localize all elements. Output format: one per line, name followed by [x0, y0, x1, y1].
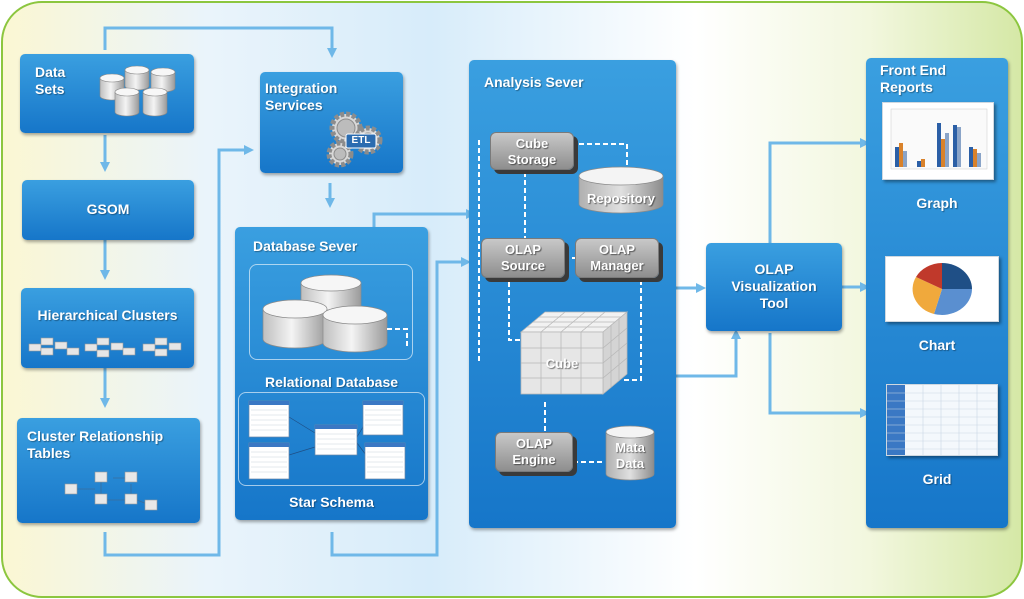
star-schema-label: Star Schema: [289, 494, 374, 510]
arrow-cluster-tables-to-integration: [103, 145, 254, 557]
gsom-label: GSOM: [86, 201, 130, 217]
bar-chart-thumbnail-icon: [890, 108, 988, 170]
arrow-datasets-to-integration: [103, 26, 337, 58]
meta-data-cylinder-icon: [605, 425, 655, 481]
arrow-visualization-to-graph: [768, 138, 870, 243]
olap-visualization-tool-box: OLAP Visualization Tool: [706, 243, 842, 331]
front-end-reports-label: Front End Reports: [880, 62, 947, 95]
hierarchical-clusters-label: Hierarchical Clusters: [37, 307, 178, 323]
cluster-relationship-tables-label: Cluster Relationship Tables: [27, 428, 164, 461]
analysis-server-box: Analysis Sever Cube Storage Repository O…: [469, 60, 676, 528]
database-server-box: Database Sever Relational Database Star …: [235, 227, 428, 520]
chart-thumbnail: [885, 256, 999, 322]
cube-label: Cube: [545, 356, 579, 371]
star-schema-panel: [238, 392, 425, 486]
data-grid-thumbnail-icon: [887, 385, 997, 455]
integration-services-box: Integration Services ETL: [260, 72, 403, 173]
olap-source-label: OLAP Source: [500, 242, 546, 273]
cube-storage-box: Cube Storage: [490, 132, 574, 170]
integration-services-label: Integration Services: [265, 80, 338, 113]
arrow-starschema-to-analysis: [330, 257, 471, 557]
relational-database-label: Relational Database: [264, 374, 399, 390]
cluster-blocks-icon: [28, 337, 182, 358]
repository-label: Repository: [587, 191, 655, 206]
chart-label: Chart: [918, 337, 956, 353]
database-cylinders-icon: [99, 65, 176, 117]
gsom-box: GSOM: [22, 180, 194, 240]
database-panel: [249, 264, 413, 360]
analysis-internal-connectors: [478, 140, 642, 463]
olap-manager-label: OLAP Manager: [590, 242, 644, 273]
olap-visualization-tool-label: OLAP Visualization Tool: [731, 261, 817, 311]
hierarchical-clusters-box: Hierarchical Clusters: [21, 288, 194, 368]
etl-label: ETL: [351, 135, 371, 146]
data-sets-box: Data Sets: [20, 54, 194, 133]
arrow-database-to-analysis: [372, 209, 476, 227]
database-cylinders-icon: [262, 274, 408, 353]
meta-data-label: Mata Data: [615, 440, 645, 471]
grid-thumbnail: [886, 384, 998, 456]
cube-storage-label: Cube Storage: [507, 136, 557, 167]
olap-source-box: OLAP Source: [481, 238, 565, 278]
data-sets-label: Data Sets: [35, 64, 66, 97]
cluster-relationship-tables-box: Cluster Relationship Tables: [17, 418, 200, 523]
olap-cube-icon: [519, 311, 629, 395]
grid-label: Grid: [922, 471, 952, 487]
pie-chart-thumbnail-icon: [912, 263, 972, 315]
graph-label: Graph: [916, 195, 958, 211]
front-end-reports-box: Front End Reports Graph Chart: [866, 58, 1008, 528]
olap-manager-box: OLAP Manager: [575, 238, 659, 278]
olap-engine-box: OLAP Engine: [495, 432, 573, 472]
relationship-diagram-icon: [64, 471, 158, 511]
database-server-label: Database Sever: [253, 238, 358, 254]
olap-engine-label: OLAP Engine: [512, 436, 556, 467]
graph-thumbnail: [882, 102, 994, 180]
analysis-server-label: Analysis Sever: [484, 74, 584, 90]
star-schema-tables-icon: [248, 400, 406, 480]
arrow-visualization-to-grid: [768, 333, 870, 418]
repository-cylinder-icon: [578, 166, 664, 214]
etl-gears-icon: [326, 111, 383, 168]
